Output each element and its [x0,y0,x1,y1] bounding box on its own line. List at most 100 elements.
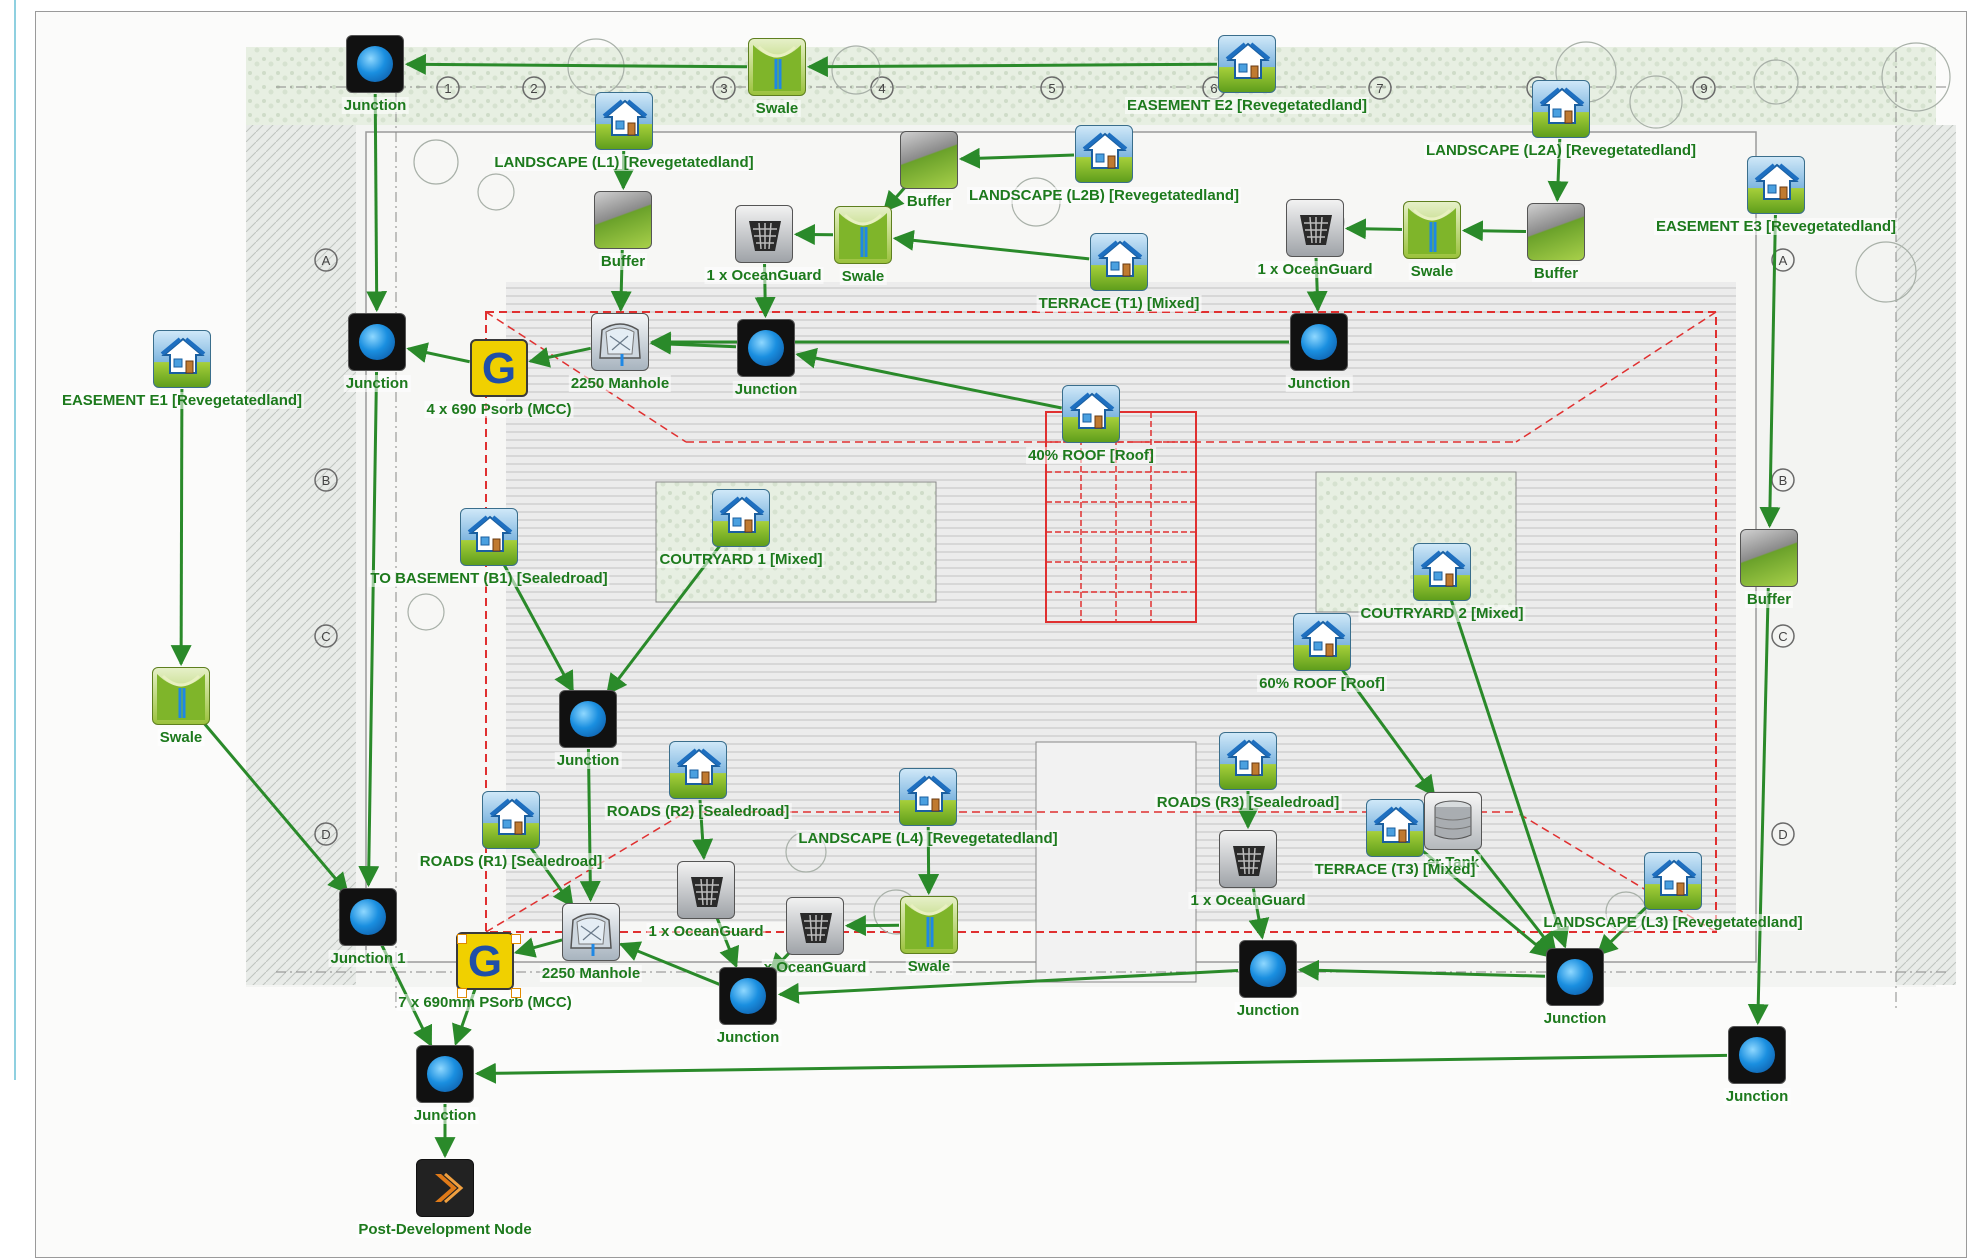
junction-icon[interactable] [719,967,777,1025]
catchment-icon[interactable] [1218,35,1276,93]
catchment-icon[interactable] [460,508,518,566]
flow-link-buf_l2a-to-swale_right[interactable] [1464,231,1526,232]
node-label: 7 x 690mm PSorb (MCC) [396,994,573,1011]
junction-icon[interactable] [1728,1026,1786,1084]
node-label: EASEMENT E3 [Revegetatedland] [1654,218,1898,235]
junction-icon[interactable] [1290,313,1348,371]
node-label: LANDSCAPE (L4) [Revegetatedland] [796,830,1059,847]
catchment-icon[interactable] [1747,156,1805,214]
svg-text:9: 9 [1700,81,1707,96]
node-label: 4 x 690 Psorb (MCC) [424,401,573,418]
selection-handle[interactable] [511,934,521,944]
node-label: Buffer [1745,591,1793,608]
catchment-icon[interactable] [712,489,770,547]
left-panel-edge [0,0,16,1080]
flow-link-swale_right-to-og_2[interactable] [1347,229,1402,230]
svg-text:7: 7 [1376,81,1383,96]
node-label: Junction [555,752,622,769]
swale-icon[interactable] [1403,201,1461,259]
catchment-icon[interactable] [153,330,211,388]
catchment-icon[interactable] [1366,799,1424,857]
junction-icon[interactable] [1546,948,1604,1006]
buffer-icon[interactable] [900,131,958,189]
node-label: LANDSCAPE (L3) [Revegetatedland] [1541,914,1804,931]
svg-text:2: 2 [530,81,537,96]
svg-text:5: 5 [1048,81,1055,96]
node-label: Buffer [905,193,953,210]
node-label: LANDSCAPE (L1) [Revegetatedland] [492,154,755,171]
outlet-icon[interactable] [416,1159,474,1217]
node-label: ROADS (R3) [Sealedroad] [1155,794,1342,811]
node-label: Junction [342,97,409,114]
selection-handle[interactable] [457,934,467,944]
node-label: Swale [1409,263,1456,280]
gpt-icon[interactable] [1219,830,1277,888]
catchment-icon[interactable] [1090,233,1148,291]
catchment-icon[interactable] [595,92,653,150]
catchment-icon[interactable] [1644,852,1702,910]
catchment-icon[interactable] [1075,125,1133,183]
svg-text:4: 4 [878,81,885,96]
catchment-icon[interactable] [669,741,727,799]
buffer-icon[interactable] [1527,203,1585,261]
node-label: Swale [840,268,887,285]
junction-icon[interactable] [559,690,617,748]
junction-icon[interactable] [339,888,397,946]
selection-handle[interactable] [511,988,521,998]
node-label: 2250 Manhole [540,965,642,982]
node-label: Junction [1724,1088,1791,1105]
node-label: ROADS (R2) [Sealedroad] [605,803,792,820]
catchment-icon[interactable] [899,768,957,826]
flow-link-j_top-to-j_left[interactable] [375,94,377,310]
catchment-icon[interactable] [1062,385,1120,443]
flow-link-e1-to-swale_left[interactable] [181,389,182,664]
node-label: Junction [412,1107,479,1124]
node-label: LANDSCAPE (L2B) [Revegetatedland] [967,187,1241,204]
gpt-icon[interactable] [735,205,793,263]
junction-icon[interactable] [1239,940,1297,998]
svg-text:D: D [1778,827,1787,842]
node-label: TO BASEMENT (B1) [Sealedroad] [368,570,609,587]
swale-icon[interactable] [834,206,892,264]
node-label: 40% ROOF [Roof] [1026,447,1156,464]
tank-icon[interactable] [1424,792,1482,850]
junction-icon[interactable] [348,313,406,371]
flow-link-j_far_right-to-j_final[interactable] [477,1055,1727,1073]
node-label: Junction [733,381,800,398]
node-label: Post-Development Node [356,1221,533,1238]
node-label: Junction [715,1029,782,1046]
swale-icon[interactable] [152,667,210,725]
node-label: LANDSCAPE (L2A) [Revegetatedland] [1424,142,1698,159]
node-label: Junction [1235,1002,1302,1019]
catchment-icon[interactable] [1413,543,1471,601]
filter-icon[interactable]: G [470,339,528,397]
svg-text:C: C [321,629,330,644]
svg-text:A: A [1779,253,1788,268]
swale-icon[interactable] [748,38,806,96]
buffer-icon[interactable] [1740,529,1798,587]
svg-text:B: B [1779,473,1788,488]
gpt-icon[interactable] [677,861,735,919]
manhole-icon[interactable] [591,313,649,371]
node-label: Junction [344,375,411,392]
swale-icon[interactable] [900,896,958,954]
catchment-icon[interactable] [1219,732,1277,790]
catchment-icon[interactable] [1532,80,1590,138]
gpt-icon[interactable] [786,897,844,955]
buffer-icon[interactable] [594,191,652,249]
selection-handle[interactable] [457,988,467,998]
catchment-icon[interactable] [1293,613,1351,671]
junction-icon[interactable] [416,1045,474,1103]
node-label: TERRACE (T1) [Mixed] [1037,295,1202,312]
manhole-icon[interactable] [562,903,620,961]
node-label: COUTRYARD 2 [Mixed] [1358,605,1525,622]
flow-link-j_center-to-mh_bot[interactable] [588,749,590,900]
catchment-icon[interactable] [482,791,540,849]
junction-icon[interactable] [346,35,404,93]
junction-icon[interactable] [737,319,795,377]
gpt-icon[interactable] [1286,199,1344,257]
svg-text:C: C [1778,629,1787,644]
node-label: ROADS (R1) [Sealedroad] [418,853,605,870]
node-label: x OceanGuard [762,959,869,976]
